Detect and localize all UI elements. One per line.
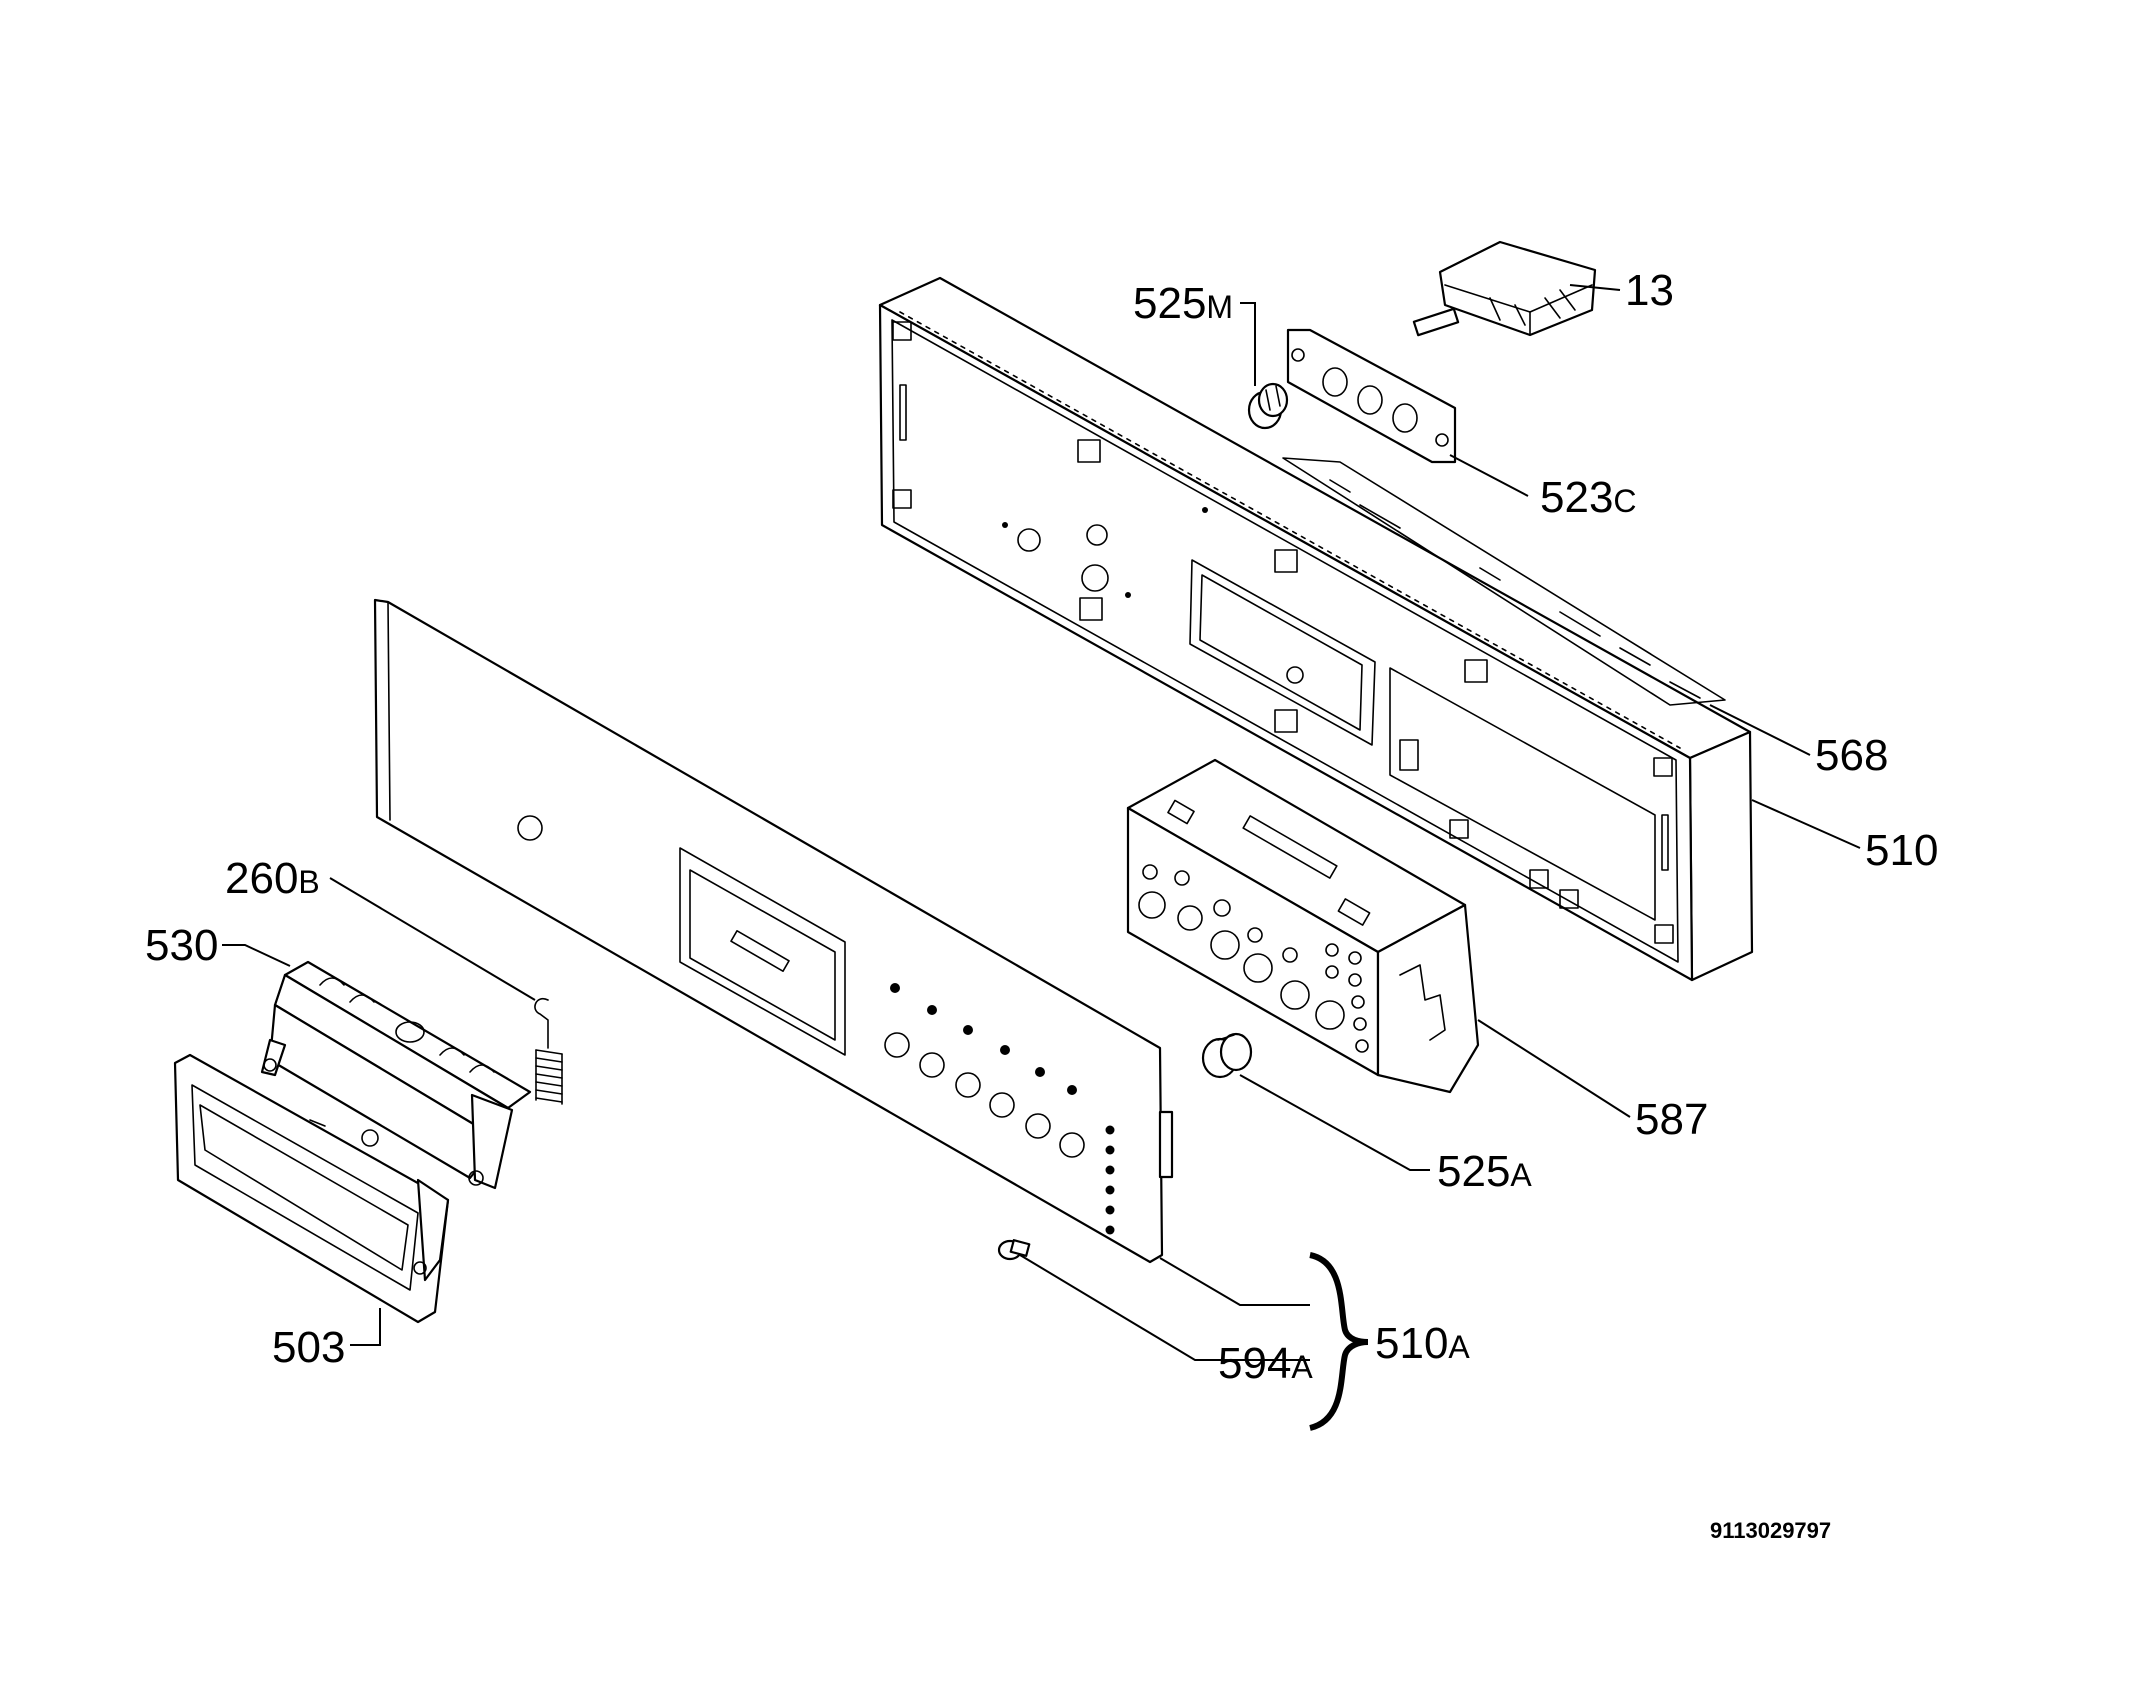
front-fascia-panel xyxy=(373,598,1174,1264)
callout-594a: 594A xyxy=(1218,1339,1313,1388)
callout-510a: 510A xyxy=(1375,1319,1470,1368)
handle-mechanism-530 xyxy=(260,960,532,1190)
screw-594a xyxy=(997,1239,1031,1261)
handle-bezel-503 xyxy=(173,1053,450,1324)
callout-523c: 523C xyxy=(1540,473,1637,522)
knob-525m xyxy=(1247,382,1289,430)
leader-lines xyxy=(222,284,1861,1431)
knob-525a xyxy=(1201,1032,1253,1079)
callout-503: 503 xyxy=(272,1323,345,1372)
callout-510: 510 xyxy=(1865,826,1938,875)
main-switch-component xyxy=(1412,240,1597,337)
document-number: 9113029797 xyxy=(1710,1518,1831,1543)
callout-530: 530 xyxy=(145,921,218,970)
bracket-523c xyxy=(1286,328,1457,464)
electronic-module xyxy=(1126,758,1480,1094)
callout-525a: 525A xyxy=(1437,1147,1532,1196)
spring-260b xyxy=(534,997,563,1105)
callout-525m: 525M xyxy=(1133,279,1233,328)
callout-587: 587 xyxy=(1635,1095,1708,1144)
callout-568: 568 xyxy=(1815,731,1888,780)
rear-control-housing xyxy=(878,276,1754,982)
callout-260b: 260B xyxy=(225,854,320,903)
callout-13: 13 xyxy=(1625,266,1674,315)
callout-labels: 525M 13 523C 568 510 260B 530 587 525A 5… xyxy=(145,266,1938,1388)
